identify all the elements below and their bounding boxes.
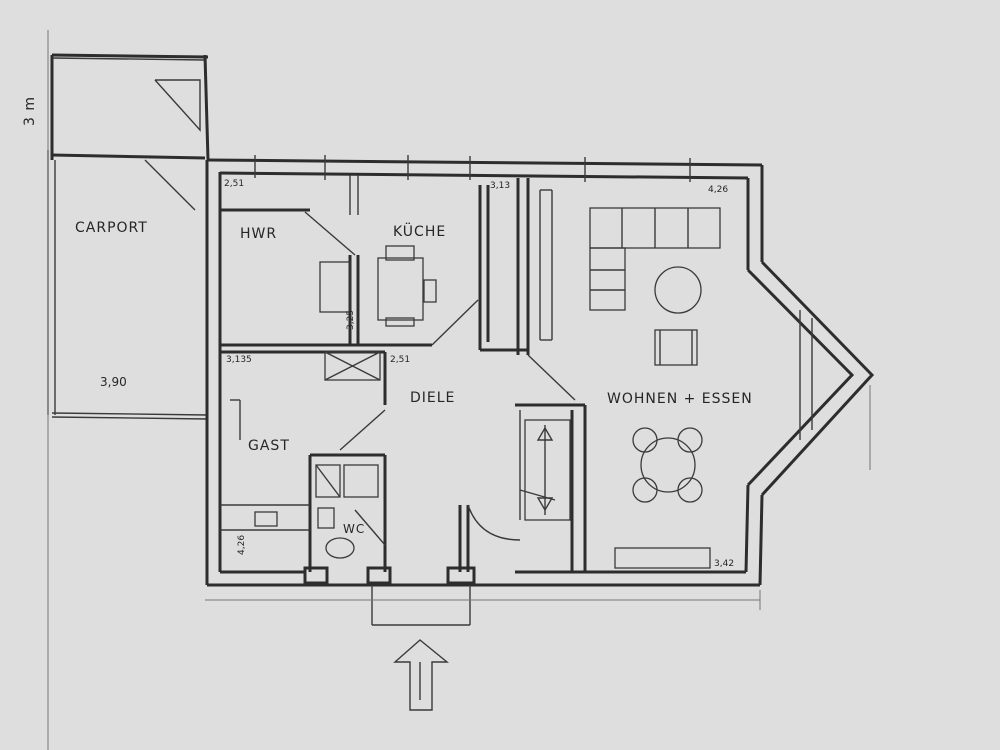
windows-top <box>254 155 691 215</box>
interior-walls <box>220 178 587 572</box>
room-label-carport: CARPORT <box>75 220 148 236</box>
dimension-390: 3,90 <box>100 375 127 389</box>
stair-and-bath-fixtures <box>254 419 571 559</box>
room-label-diele: DIELE <box>410 390 455 406</box>
dimension-3m: 3 m <box>22 96 38 126</box>
dimension-251-top: 2,51 <box>224 179 244 189</box>
dimension-313: 3,13 <box>490 181 510 191</box>
living-furniture <box>589 207 721 569</box>
room-label-kueche: KÜCHE <box>393 222 446 240</box>
entrance-arrow-icon <box>393 639 449 711</box>
dimension-426-left: 4,26 <box>237 535 247 555</box>
dimension-426-top: 4,26 <box>708 185 728 195</box>
room-label-gast: GAST <box>248 438 290 454</box>
room-label-hwr: HWR <box>240 226 277 242</box>
room-label-wohnen-essen: WOHNEN + ESSEN <box>607 391 753 407</box>
room-label-wc: WC <box>343 522 365 536</box>
carport-outline: CARPORT 3,90 3 m <box>22 30 210 750</box>
entrance <box>303 566 476 711</box>
exterior-walls <box>205 158 875 587</box>
dimension-lines <box>205 385 871 610</box>
dimension-3135: 3,135 <box>226 355 252 365</box>
dimension-342: 3,42 <box>714 559 734 569</box>
dimension-251-mid: 2,51 <box>390 355 410 365</box>
kitchen-furniture <box>319 245 437 381</box>
dimension-325: 3,25 <box>346 310 356 330</box>
